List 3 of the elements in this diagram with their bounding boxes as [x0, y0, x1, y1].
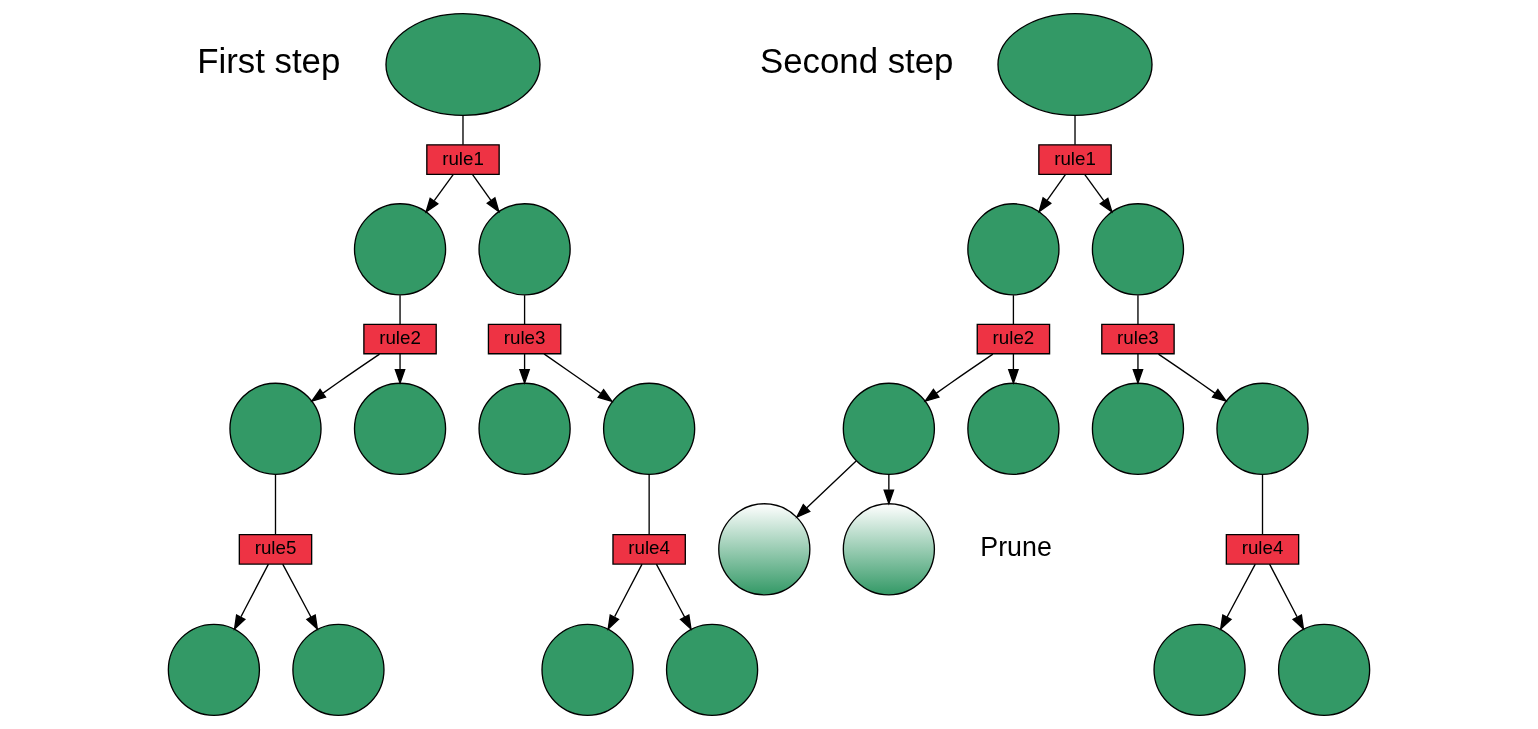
label: Prune [980, 532, 1052, 563]
label: Second step [759, 40, 954, 80]
label: First step [197, 40, 341, 80]
